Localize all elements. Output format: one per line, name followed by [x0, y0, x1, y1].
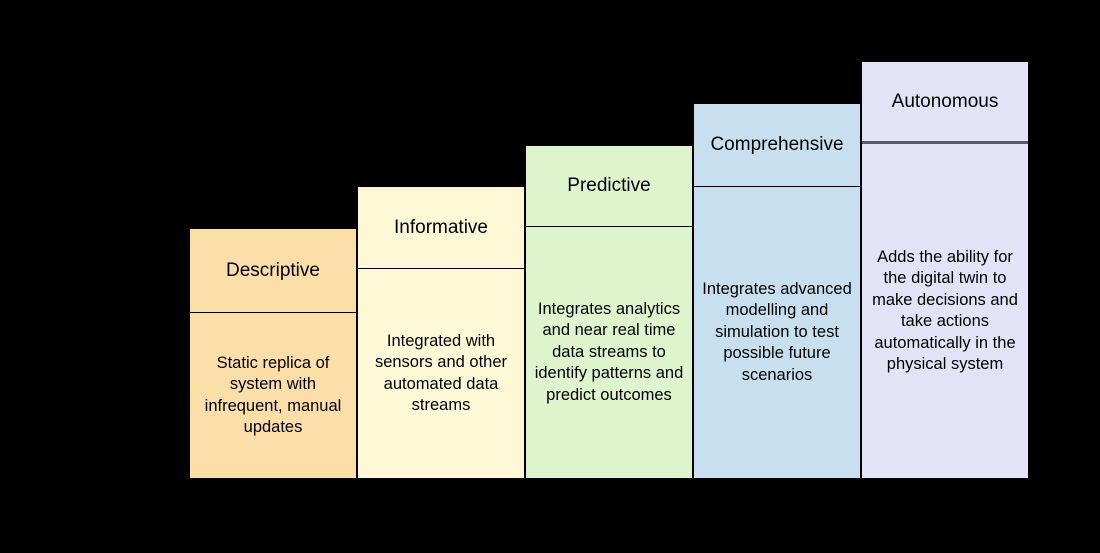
level-predictive-header: Predictive — [526, 146, 692, 227]
level-informative-title: Informative — [394, 216, 488, 238]
level-comprehensive-title: Comprehensive — [710, 134, 844, 155]
level-comprehensive: Comprehensive Integrates advanced modell… — [693, 103, 861, 479]
level-descriptive-header: Descriptive — [190, 229, 356, 313]
level-comprehensive-header: Comprehensive — [694, 104, 860, 187]
level-autonomous: Autonomous Adds the ability for the digi… — [861, 61, 1029, 479]
level-informative-header: Informative — [358, 187, 524, 269]
level-informative-description: Integrated with sensors and other automa… — [374, 331, 508, 415]
level-autonomous-title: Autonomous — [891, 90, 999, 112]
level-autonomous-header: Autonomous — [862, 62, 1028, 144]
level-autonomous-description: Adds the ability for the digital twin to… — [872, 247, 1018, 374]
level-descriptive-title: Descriptive — [226, 259, 320, 281]
level-descriptive-description: Static replica of system with infrequent… — [204, 353, 342, 437]
level-predictive-description: Integrates analytics and near real time … — [534, 299, 684, 404]
level-predictive-title: Predictive — [567, 175, 651, 196]
level-informative: Informative Integrated with sensors and … — [357, 186, 525, 479]
level-predictive: Predictive Integrates analytics and near… — [525, 145, 693, 479]
level-comprehensive-description: Integrates advanced modelling and simula… — [702, 279, 852, 384]
level-descriptive: Descriptive Static replica of system wit… — [189, 228, 357, 479]
